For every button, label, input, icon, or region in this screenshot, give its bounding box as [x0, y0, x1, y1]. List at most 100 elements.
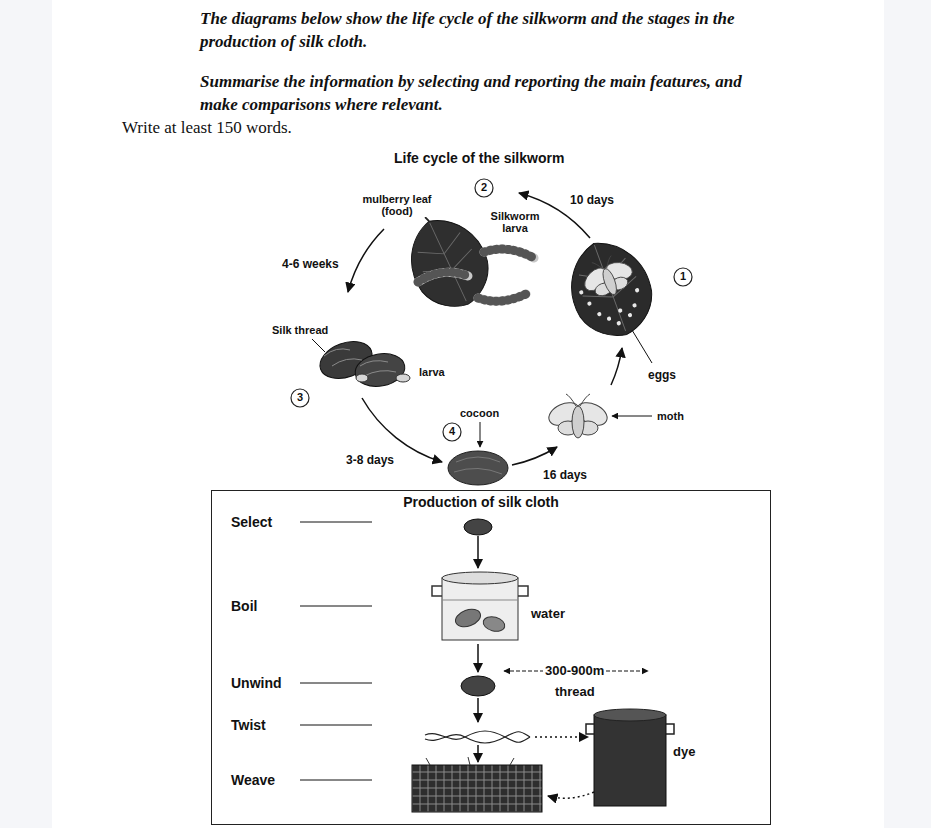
part-label: water	[529, 606, 567, 622]
silkworm-larva	[478, 294, 526, 301]
duration-label: 4-6 weeks	[280, 257, 341, 271]
step-label: Twist	[229, 717, 268, 734]
eggs	[618, 308, 623, 313]
callout-number: 1	[680, 270, 686, 283]
callout-number: 4	[449, 425, 455, 438]
moth	[592, 256, 615, 273]
cycle-arrow	[348, 193, 622, 465]
callout-number: 2	[481, 181, 487, 194]
cycle-arrow	[512, 447, 557, 465]
woven-cloth	[412, 765, 542, 812]
step-leader	[300, 522, 372, 780]
silkworm-larva	[478, 294, 526, 301]
moth	[572, 406, 584, 438]
boiling-pot	[453, 606, 483, 630]
flow-arrow	[477, 745, 479, 762]
leader-line	[612, 416, 652, 417]
dye-pot	[594, 715, 666, 806]
dye-pot	[586, 709, 674, 806]
eggs	[579, 290, 584, 295]
callout-circle	[291, 179, 692, 441]
diagram-title: Life cycle of the silkworm	[392, 150, 566, 167]
flow-arrow	[477, 698, 479, 722]
callout-number: 3	[297, 391, 303, 404]
dye-pot	[594, 709, 666, 721]
woven-cloth	[412, 757, 542, 812]
part-label: thread	[553, 684, 597, 700]
silkworm-larva	[484, 249, 534, 258]
callout-circle	[674, 268, 692, 286]
spinning-larva	[396, 374, 410, 382]
dotted-arrow	[535, 736, 588, 738]
leader-line	[312, 339, 325, 352]
step-label: Weave	[229, 772, 277, 789]
measure-label: 300-900m	[543, 663, 606, 679]
cocoon	[464, 519, 492, 535]
cocoon	[461, 676, 495, 696]
flow-arrow	[477, 644, 479, 672]
dye-pot	[586, 724, 674, 734]
boiling-pot	[432, 586, 528, 596]
stage-label: eggs	[646, 368, 678, 382]
instruction-text: Summarise the information by selecting a…	[200, 70, 755, 116]
callout-circle	[291, 389, 309, 407]
boiling-pot	[432, 572, 528, 640]
cocoon	[448, 451, 508, 485]
silkworm-larva	[418, 272, 468, 282]
step-label: Select	[229, 514, 274, 531]
cycle-arrow	[611, 348, 622, 385]
flow-arrow	[477, 536, 479, 568]
eggs	[597, 311, 602, 316]
diagram-panel: Production of silk cloth	[211, 490, 771, 825]
step-leader	[300, 522, 372, 780]
twisted-thread	[425, 732, 530, 743]
boiling-pot	[442, 600, 518, 601]
boiling-pot	[442, 572, 518, 584]
page-margin	[0, 0, 52, 828]
stage-label: moth	[655, 410, 686, 422]
moth	[600, 267, 619, 296]
step-label: Unwind	[229, 675, 284, 692]
spinning-larva	[353, 350, 408, 390]
twisted-thread	[425, 731, 530, 742]
duration-label: 3-8 days	[344, 453, 396, 467]
part-label: dye	[671, 744, 697, 760]
eggs	[632, 303, 637, 308]
cocoon	[454, 457, 502, 474]
step-label: Boil	[229, 598, 259, 615]
page-margin	[884, 0, 931, 828]
boiling-pot	[442, 578, 518, 640]
duration-label: 16 days	[541, 468, 589, 482]
twisted-thread	[425, 731, 530, 743]
egg-leaf	[568, 235, 653, 340]
cycle-arrow	[348, 229, 384, 292]
silkworm-larva	[484, 249, 534, 258]
egg-leaf	[557, 230, 664, 348]
duration-label: 10 days	[568, 193, 616, 207]
leader-line	[632, 330, 652, 363]
stage-label: mulberry leaf (food)	[356, 193, 438, 217]
moth	[545, 394, 610, 438]
callout-circle	[443, 423, 461, 441]
eggs	[627, 312, 632, 317]
spinning-larva	[315, 335, 410, 390]
stage-label: Silk thread	[270, 324, 330, 336]
egg-leaf	[557, 230, 664, 348]
moth	[566, 394, 590, 406]
eggs	[634, 288, 639, 293]
cocoon	[448, 451, 508, 485]
mulberry-leaf	[425, 216, 429, 222]
eggs	[606, 316, 611, 321]
callout-circle	[475, 179, 493, 197]
eggs	[587, 301, 592, 306]
leader-line	[480, 422, 481, 447]
boiling-pot	[482, 614, 507, 633]
stage-label: cocoon	[458, 407, 501, 419]
flow-arrow	[477, 536, 479, 762]
woven-cloth	[426, 757, 514, 765]
eggs	[616, 321, 621, 326]
leader-line	[312, 330, 652, 447]
silkworm-larva	[418, 272, 468, 282]
stage-label: Silkworm larva	[483, 210, 547, 234]
